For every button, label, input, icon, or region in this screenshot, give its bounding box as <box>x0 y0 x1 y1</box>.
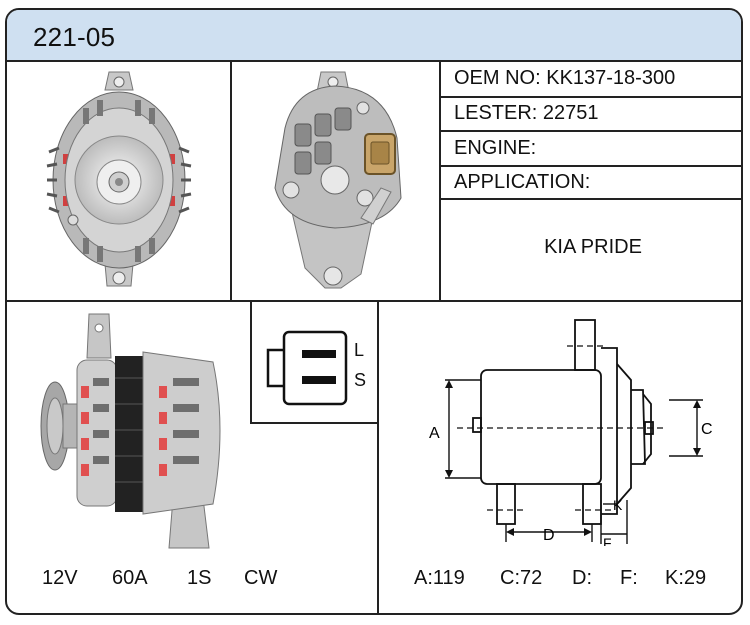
title-bar: 221-05 <box>7 10 741 62</box>
vertical-divider-top-1 <box>230 62 232 302</box>
spec-divider-3 <box>441 165 741 167</box>
amperage-value: 60A <box>112 567 148 589</box>
alternator-rear-view-image <box>274 71 402 289</box>
application-value: KIA PRIDE <box>544 236 642 258</box>
lester-number: LESTER: 22751 <box>454 102 599 124</box>
connector-diagram: L S <box>266 330 366 406</box>
dimension-d-value: D: <box>572 567 592 589</box>
dimension-f-value: F: <box>620 567 638 589</box>
dimension-k-value: K:29 <box>665 567 707 589</box>
spec-divider-4 <box>441 198 741 200</box>
horizontal-divider-middle <box>7 300 741 302</box>
pulley-value: 1S <box>187 567 212 589</box>
oem-number: OEM NO: KK137-18-300 <box>454 67 676 89</box>
dimension-a-label: A <box>429 425 440 442</box>
part-number: 221-05 <box>33 22 116 52</box>
terminal-s-label: S <box>354 370 366 390</box>
voltage-value: 12V <box>42 567 78 589</box>
spec-divider-2 <box>441 130 741 132</box>
rotation-value: CW <box>244 567 278 589</box>
vertical-divider-top-2 <box>439 62 441 302</box>
spec-divider-1 <box>441 96 741 98</box>
connector-box-bottom <box>250 422 379 424</box>
dimension-d-label: D <box>543 527 555 544</box>
dimension-drawing: A C D F K <box>429 319 713 546</box>
alternator-front-view-image <box>46 71 192 287</box>
dimension-k-label: K <box>613 497 623 513</box>
vertical-divider-bottom <box>377 300 379 613</box>
application-label: APPLICATION: <box>454 171 591 193</box>
dimension-c-value: C:72 <box>500 567 543 589</box>
dimension-c-label: C <box>701 421 713 438</box>
dimension-f-label: F <box>603 535 612 546</box>
engine-label: ENGINE: <box>454 137 537 159</box>
terminal-l-label: L <box>354 340 364 360</box>
dimension-a-value: A:119 <box>414 567 465 589</box>
product-sheet: 221-05 OEM NO: KK137-18-300 LESTER: 2275… <box>5 8 743 615</box>
connector-box-left <box>250 302 252 424</box>
alternator-side-view-image <box>40 313 221 549</box>
